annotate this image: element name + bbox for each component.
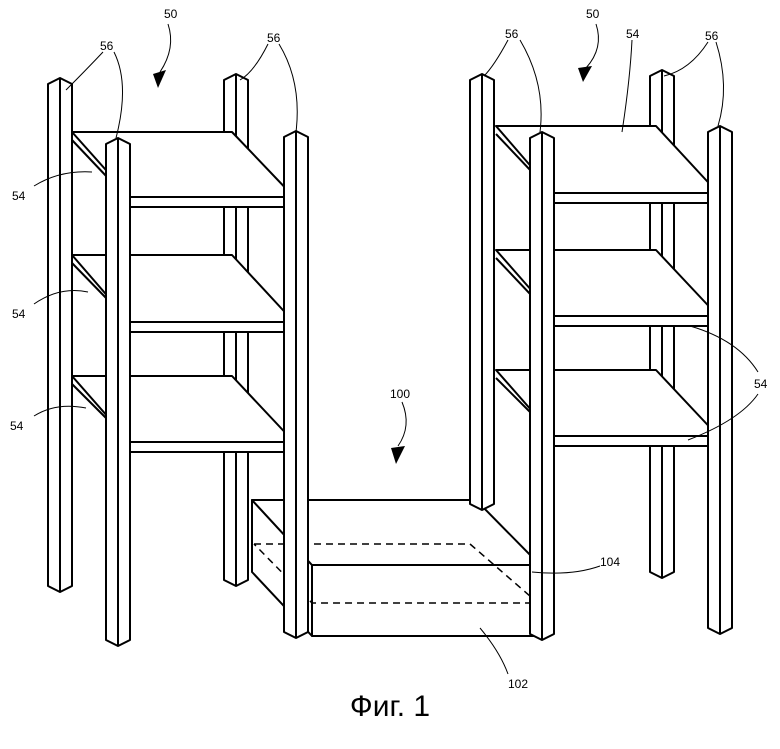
left-rack-front-post xyxy=(106,138,130,646)
right-rack-front-right-post xyxy=(708,126,732,634)
label-rack-right: 50 xyxy=(586,7,600,21)
label-cart-body: 102 xyxy=(508,677,528,691)
label-shelf-left-mid: 54 xyxy=(12,307,26,321)
cart-front-face xyxy=(312,565,540,636)
label-shelf-right-top: 54 xyxy=(626,27,640,41)
label-post-right-back: 56 xyxy=(505,27,519,41)
arrow-50-left xyxy=(153,70,166,88)
label-post-left-back: 56 xyxy=(100,39,114,53)
right-rack-front-post xyxy=(530,132,554,640)
arrow-100 xyxy=(391,446,405,464)
label-shelf-right-lower: 54 xyxy=(754,377,768,391)
arrow-50-right xyxy=(578,66,592,82)
label-post-right-front: 56 xyxy=(705,29,719,43)
left-rack-left-post xyxy=(48,78,72,592)
label-cart: 100 xyxy=(390,387,410,401)
label-shelf-left-top: 54 xyxy=(12,189,26,203)
label-cart-tray: 104 xyxy=(600,555,620,569)
label-shelf-left-bottom: 54 xyxy=(10,419,24,433)
right-rack-left-post xyxy=(470,74,494,510)
label-rack-left: 50 xyxy=(164,7,178,21)
left-rack-front-right-post xyxy=(284,131,308,638)
figure-caption: Фиг. 1 xyxy=(0,690,780,724)
label-post-left-mid: 56 xyxy=(267,31,281,45)
